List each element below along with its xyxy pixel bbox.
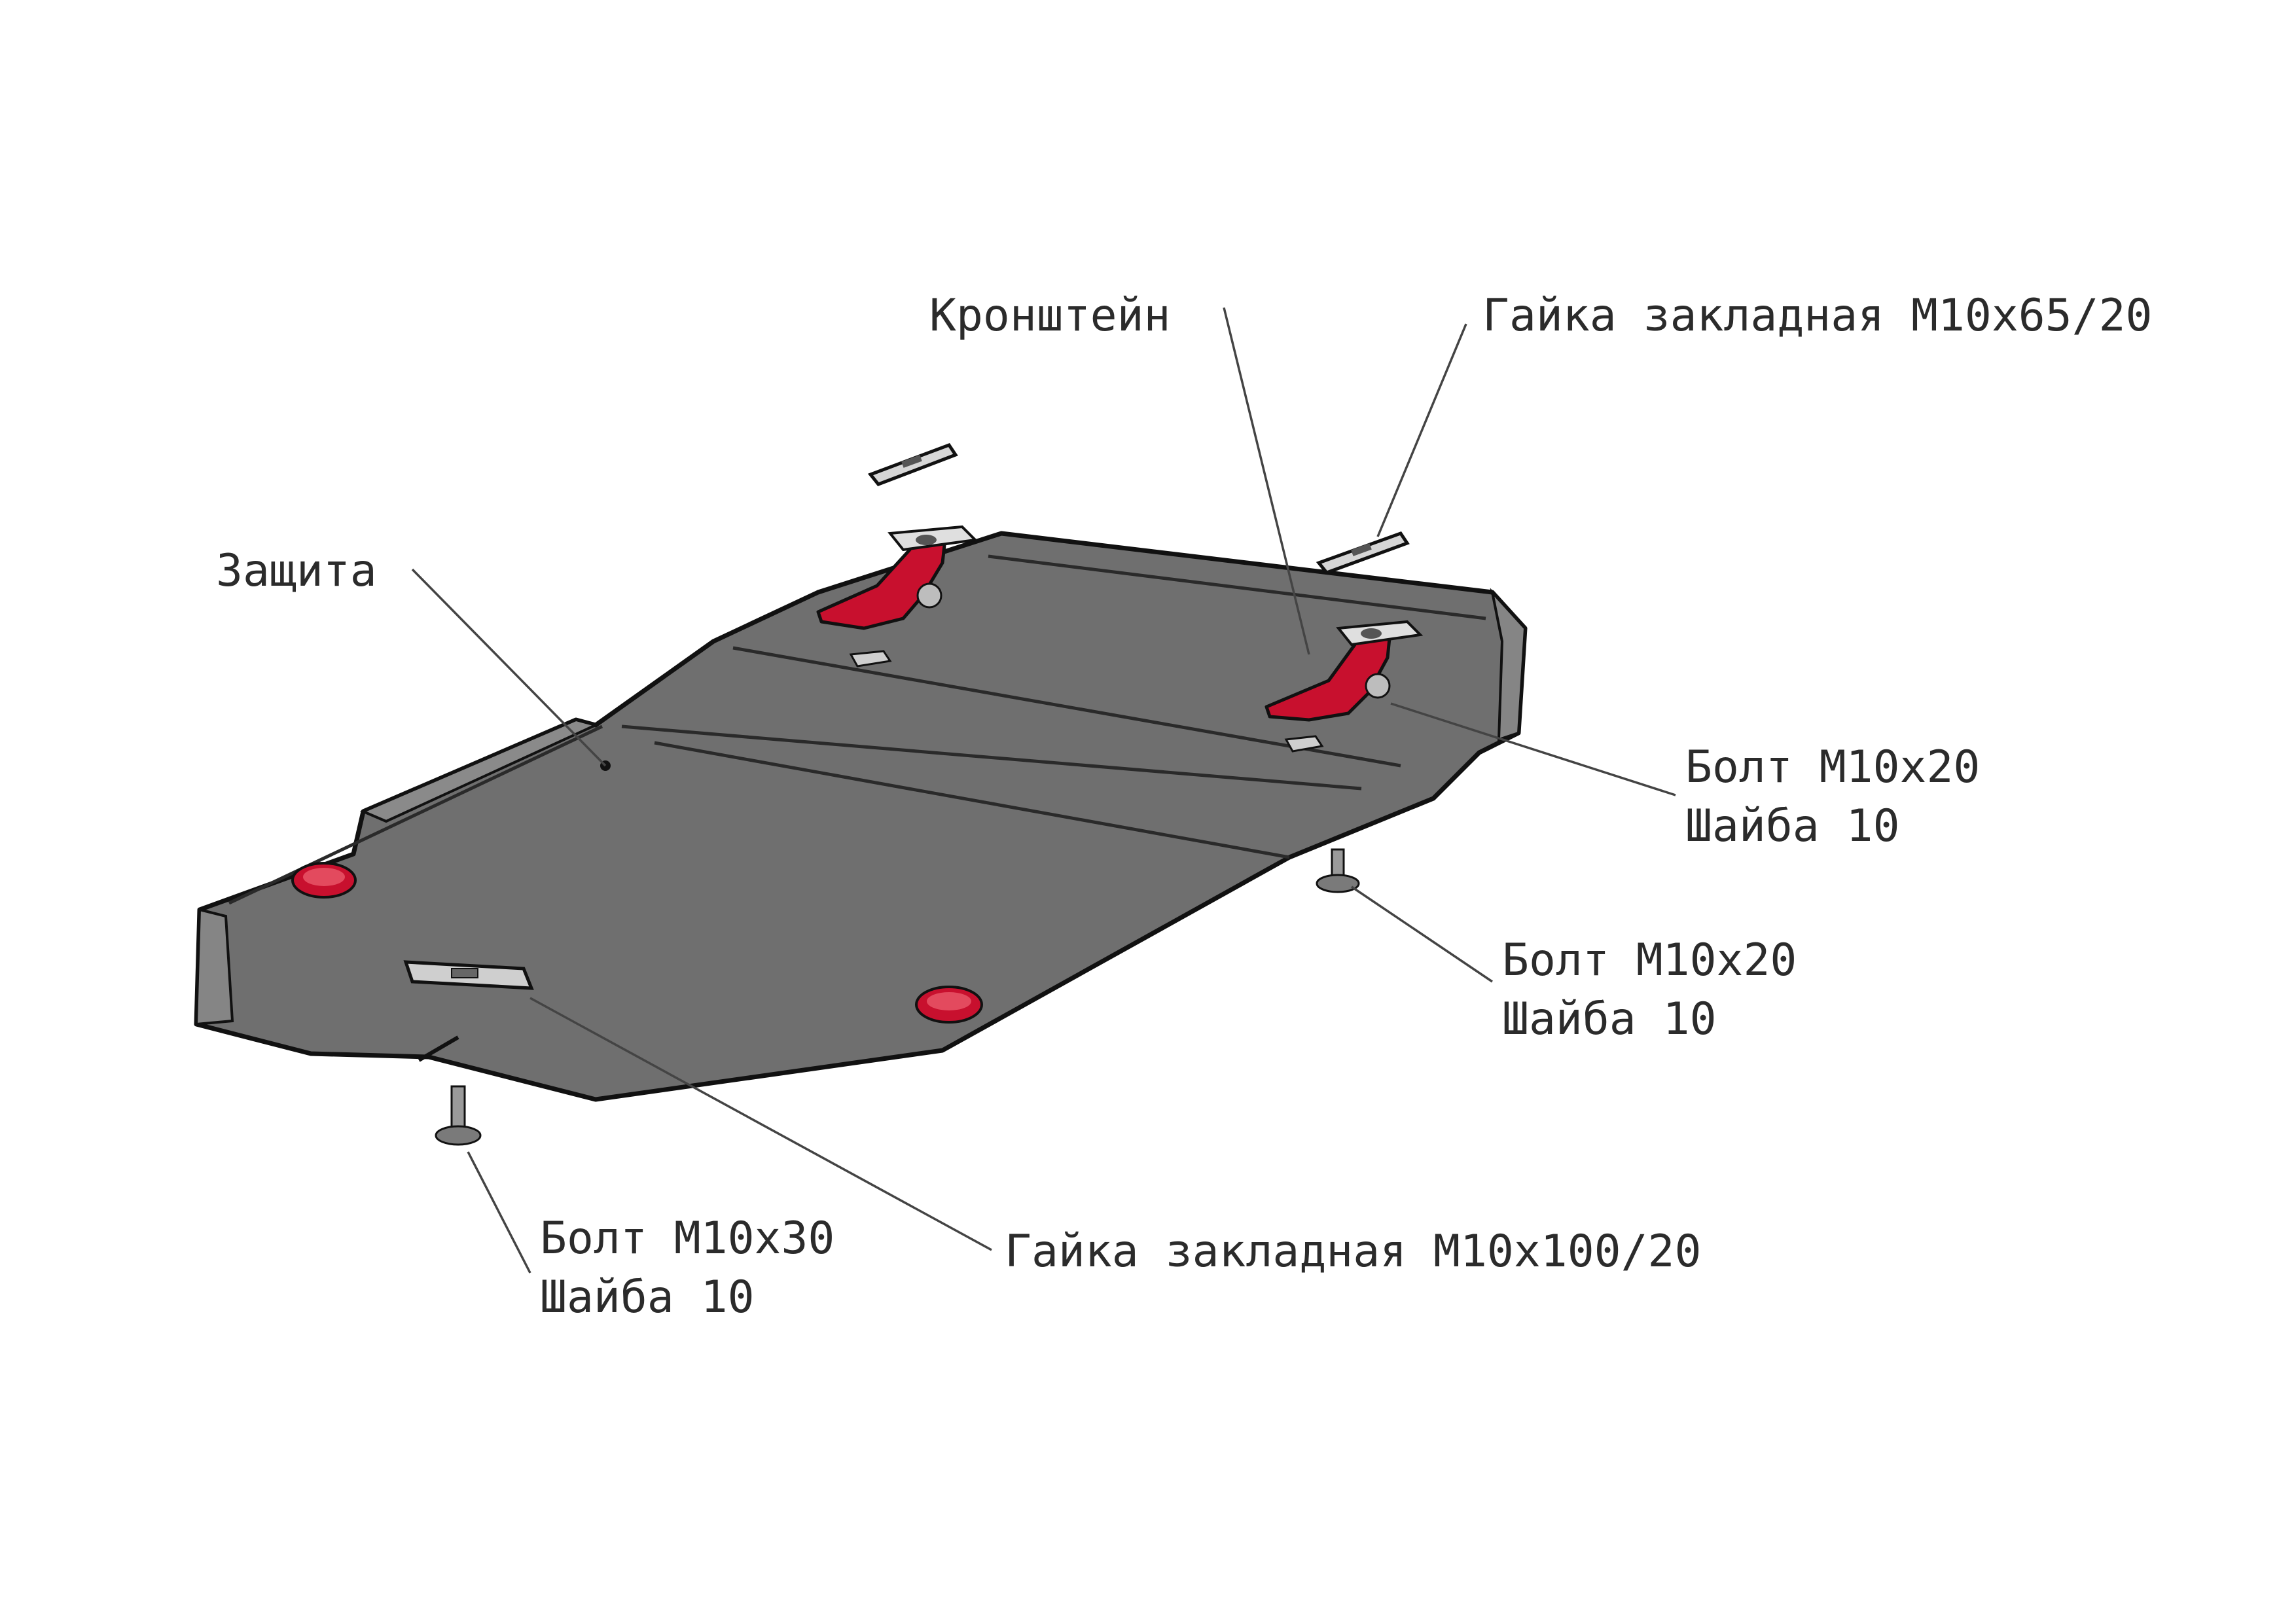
bolt-m10x20-lower	[1316, 848, 1360, 893]
leader-bolt-right-upper	[1390, 702, 1676, 796]
label-bolt-right-lower-line2: Шайба 10	[1502, 993, 1717, 1045]
rubber-plugs	[291, 862, 983, 1024]
embedded-nut-100-part	[403, 960, 534, 990]
bracket-left	[816, 525, 978, 630]
label-bolt-right-lower-line1: Болт М10х20	[1502, 935, 1797, 986]
plate-notch	[418, 1035, 459, 1062]
embedded-nut-65-right	[1316, 531, 1410, 575]
label-nut-100: Гайка закладная М10х100/20	[1005, 1226, 1701, 1277]
label-shield: Защита	[216, 545, 377, 597]
label-bolt-right-upper-line1: Болт М10х20	[1685, 741, 1980, 793]
callout-labels: Защита Кронштейн Гайка закладная М10х65/…	[216, 290, 2153, 1323]
leader-bolt-m10x30	[467, 1151, 531, 1274]
label-bolt-m10x30-line2: Шайба 10	[540, 1272, 755, 1323]
label-bolt-m10x30-line1: Болт М10х30	[540, 1213, 834, 1264]
bracket-right	[1265, 620, 1424, 722]
skid-plate-left-edge	[194, 908, 234, 1026]
rubber-plug-right-hi	[927, 992, 971, 1010]
label-bracket: Кронштейн	[929, 290, 1170, 342]
label-nut-65: Гайка закладная М10х65/20	[1482, 290, 2153, 342]
bolt-m10x30	[435, 1085, 482, 1146]
skid-plate-flange	[359, 718, 600, 823]
skid-plate	[194, 531, 1528, 1102]
embedded-nut-65-left	[867, 442, 958, 486]
skid-plate-right-flange	[1490, 588, 1527, 741]
plate-slot-1	[849, 650, 892, 668]
rubber-plug-left-hi	[303, 868, 345, 886]
label-bolt-right-upper-line2: Шайба 10	[1685, 800, 1900, 852]
leader-nut-65	[1376, 323, 1467, 537]
leader-nut-100	[529, 997, 992, 1251]
leader-bracket	[1223, 307, 1310, 655]
plate-slot-2	[1284, 735, 1324, 753]
leader-lines	[411, 307, 1676, 1274]
leader-bolt-right-lower	[1351, 885, 1493, 983]
leader-shield	[411, 568, 607, 767]
